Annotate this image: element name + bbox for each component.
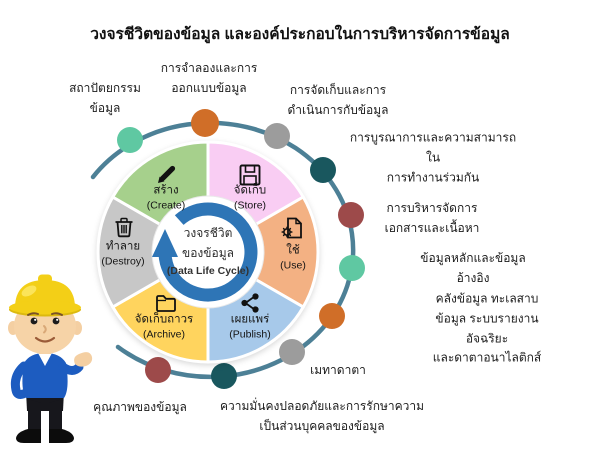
segment-en-store: (Store): [233, 199, 267, 212]
segment-thai-publish: เผยแพร่: [230, 313, 270, 326]
mascot-eyebrow-left: [27, 312, 39, 316]
mascot-torso: [10, 352, 93, 399]
segment-thai-use: ใช้: [286, 244, 300, 257]
hub-label: วงจรชีวิต ของข้อมูล (Data Life Cycle): [156, 223, 260, 277]
pencil-icon: [158, 165, 176, 183]
segment-label-publish: เผยแพร่ (Publish): [229, 311, 270, 340]
hub-label-line3: (Data Life Cycle): [166, 264, 250, 277]
cycle-arrow-icon: [158, 202, 258, 302]
segment-en-create: (Create): [146, 199, 186, 212]
mascot-arm-right: [58, 362, 84, 375]
orbit-dot-data-warehousing-analytics: [319, 303, 345, 329]
hub-label-line1: วงจรชีวิต: [183, 226, 233, 241]
mascot-collar: [38, 353, 52, 366]
mascot-head: [8, 274, 82, 354]
cycle-arrowhead-icon: [152, 229, 178, 257]
segment-thai-destroy: ทำลาย: [105, 240, 141, 253]
segment-thai-create: สร้าง: [153, 184, 179, 197]
mascot-eyebrow-right: [51, 312, 63, 316]
orbit-label-data-modeling-design: การจำลองและการ ออกแบบข้อมูล: [160, 61, 258, 95]
orbit-label-data-quality: คุณภาพของข้อมูล: [93, 400, 187, 415]
mascot-nose: [43, 325, 47, 334]
mascot-mouth: [34, 336, 56, 343]
mascot-shoe-left: [16, 429, 41, 443]
orbit-label-metadata: เมทาดาตา: [310, 363, 366, 378]
mascot-eye-left: [30, 317, 38, 325]
orbit-label-data-storage-operations: การจัดเก็บและการ ดำเนินการกับข้อมูล: [287, 83, 389, 117]
trash-icon: [115, 217, 133, 238]
orbit-label-data-integration-interoperability: การบูรณาการและความสามารถใน การทำงานร่วมก…: [349, 130, 517, 184]
mascot-legs: [16, 391, 74, 443]
segment-label-create: สร้าง (Create): [147, 182, 186, 211]
segment-en-use: (Use): [280, 259, 306, 272]
orbit-dot-data-modeling-design: [191, 109, 219, 137]
hub-label-line2: ของข้อมูล: [182, 246, 234, 261]
document-gear-icon: [281, 217, 302, 239]
orbit-dot-data-integration: [310, 157, 336, 183]
segment-en-publish: (Publish): [229, 328, 271, 341]
segment-thai-store: จัดเก็บ: [233, 184, 267, 197]
orbit-label-data-warehousing-bi-analytics: คลังข้อมูล ทะเลสาบข้อมูล ระบบรายงานอัจฉร…: [432, 291, 542, 365]
folder-icon: [156, 295, 176, 312]
orbit-label-data-architecture: สถาปัตยกรรม ข้อมูล: [69, 81, 141, 115]
segment-label-use: ใช้ (Use): [280, 242, 306, 271]
mascot-shoe-right: [49, 429, 74, 443]
orbit-dot-data-quality: [145, 357, 171, 383]
page-title: วงจรชีวิตของข้อมูล และองค์ประกอบในการบริ…: [90, 26, 510, 43]
orbit-label-document-content-management: การบริหารจัดการ เอกสารและเนื้อหา: [384, 201, 480, 235]
floppy-disk-icon: [239, 164, 261, 186]
mascot-eye-right: [52, 317, 60, 325]
construction-worker-mascot: [8, 274, 93, 443]
share-network-icon: [241, 293, 259, 313]
orbit-dot-document-content-management: [338, 202, 364, 228]
segment-thai-archive: จัดเก็บถาวร: [134, 313, 194, 326]
orbit-dot-data-storage-operations: [264, 123, 290, 149]
segment-en-archive: (Archive): [142, 328, 185, 341]
segment-en-destroy: (Destroy): [101, 255, 145, 268]
segment-label-destroy: ทำลาย (Destroy): [101, 238, 144, 267]
orbit-dot-master-reference-data: [339, 255, 365, 281]
orbit-label-master-reference-data: ข้อมูลหลักและข้อมูลอ้างอิง: [420, 251, 526, 285]
orbit-dot-metadata: [279, 339, 305, 365]
mascot-hard-hat: [9, 274, 81, 317]
segment-label-store: จัดเก็บ (Store): [234, 182, 266, 211]
orbit-dot-data-security-privacy: [211, 363, 237, 389]
mascot-hand: [74, 352, 93, 367]
segment-label-archive: จัดเก็บถาวร (Archive): [135, 311, 193, 340]
orbit-dot-data-architecture: [117, 127, 143, 153]
orbit-label-data-security-privacy: ความมั่นคงปลอดภัยและการรักษาความ เป็นส่ว…: [219, 399, 425, 433]
mascot-arm-left: [10, 361, 29, 399]
